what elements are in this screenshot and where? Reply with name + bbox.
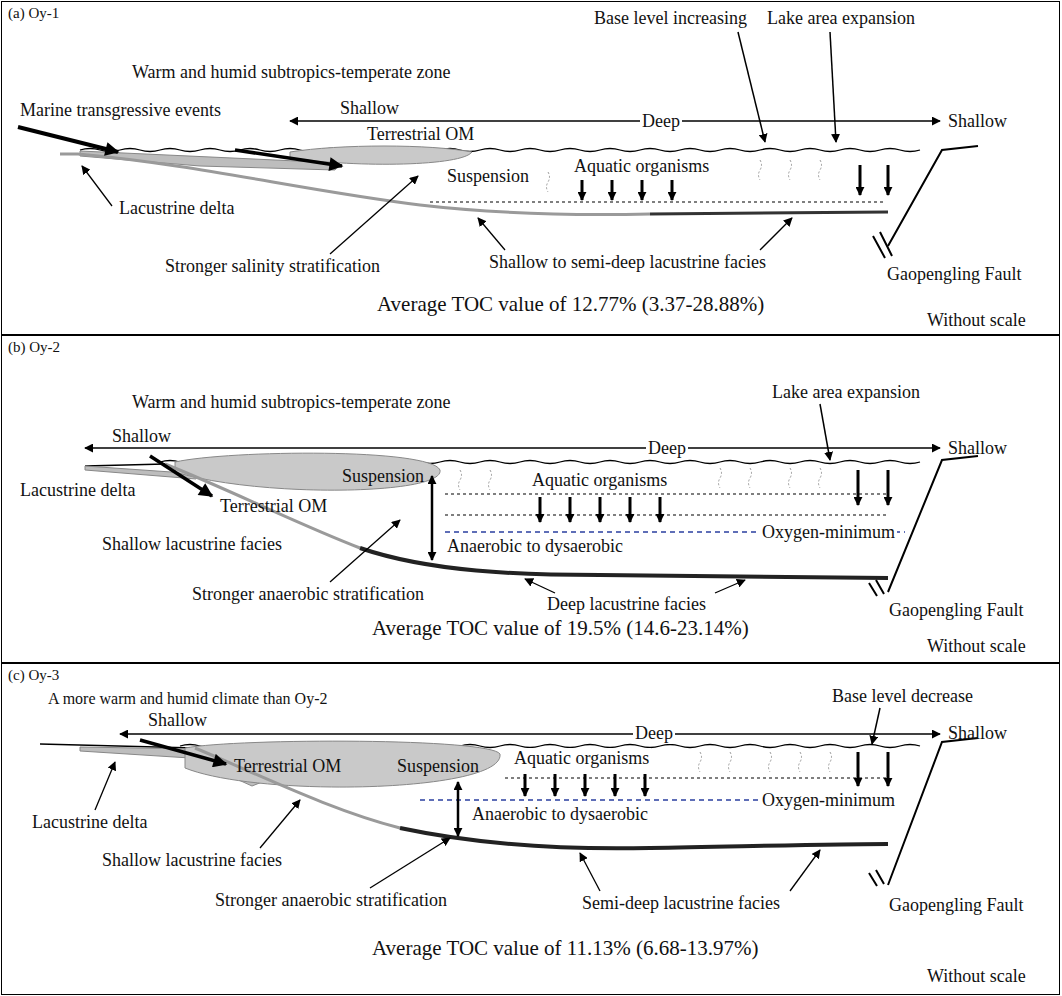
annotation-label: Gaopengling Fault	[887, 895, 1025, 916]
panel-heading: (b) Oy-2	[8, 339, 60, 356]
annotation-label: Stronger anaerobic stratification	[213, 890, 449, 911]
annotation-label: Terrestrial OM	[218, 496, 329, 517]
annotation-label: Aquatic organisms	[572, 156, 711, 177]
annotation-label: Terrestrial OM	[365, 124, 476, 145]
annotation-label: Lake area expansion	[765, 8, 917, 29]
annotation-label: Terrestrial OM	[232, 756, 343, 777]
panel-heading: (c) Oy-3	[8, 667, 59, 684]
annotation-label: Shallow	[338, 98, 401, 119]
annotation-label: Stronger anaerobic stratification	[190, 584, 426, 605]
annotation-label: Lake area expansion	[770, 382, 922, 403]
annotation-label: Shallow	[946, 111, 1009, 132]
annotation-label: Anaerobic to dysaerobic	[445, 536, 625, 557]
annotation-label: Marine transgressive events	[18, 100, 223, 121]
annotation-label: Without scale	[925, 966, 1028, 987]
annotation-label: Semi-deep lacustrine facies	[580, 893, 782, 914]
annotation-label: Oxygen-minimum	[760, 790, 897, 811]
annotation-label: Lacustrine delta	[18, 480, 137, 501]
annotation-label: Base level increasing	[592, 8, 749, 29]
annotation-label: Shallow	[946, 723, 1009, 744]
panel-c-art	[40, 708, 978, 891]
annotation-label: Deep	[633, 723, 675, 744]
panel-b-art	[85, 404, 978, 596]
annotation-label: Deep	[646, 438, 688, 459]
annotation-label: Suspension	[445, 166, 531, 187]
annotation-label: Base level decrease	[830, 686, 975, 707]
panel-heading: (a) Oy-1	[8, 5, 59, 22]
annotation-label: Anaerobic to dysaerobic	[470, 804, 650, 825]
annotation-label: Deep	[640, 111, 682, 132]
annotation-label: Average TOC value of 11.13% (6.68-13.97%…	[370, 936, 760, 960]
annotation-label: A more warm and humid climate than Oy-2	[46, 690, 329, 708]
annotation-label: Aquatic organisms	[512, 748, 651, 769]
annotation-label: Deep lacustrine facies	[545, 594, 708, 615]
annotation-label: Without scale	[925, 310, 1028, 331]
annotation-label: Shallow	[146, 710, 209, 731]
annotation-label: Warm and humid subtropics-temperate zone	[130, 392, 452, 413]
annotation-label: Shallow	[110, 426, 173, 447]
panel-a-art	[18, 32, 978, 258]
annotation-label: Average TOC value of 19.5% (14.6-23.14%)	[370, 616, 751, 640]
annotation-label: Suspension	[395, 756, 481, 777]
annotation-label: Without scale	[925, 636, 1028, 657]
annotation-label: Stronger salinity stratification	[163, 256, 382, 277]
annotation-label: Shallow to semi-deep lacustrine facies	[487, 252, 768, 273]
annotation-label: Average TOC value of 12.77% (3.37-28.88%…	[375, 292, 766, 316]
annotation-label: Suspension	[340, 466, 426, 487]
annotation-label: Shallow lacustrine facies	[100, 850, 284, 871]
annotation-label: Lacustrine delta	[30, 812, 149, 833]
annotation-label: Oxygen-minimum	[760, 522, 897, 543]
annotation-label: Aquatic organisms	[530, 470, 669, 491]
annotation-label: Lacustrine delta	[117, 198, 236, 219]
annotation-label: Shallow lacustrine facies	[100, 534, 284, 555]
annotation-label: Gaopengling Fault	[885, 264, 1023, 285]
annotation-label: Shallow	[946, 438, 1009, 459]
annotation-label: Warm and humid subtropics-temperate zone	[130, 62, 452, 83]
annotation-label: Gaopengling Fault	[887, 600, 1025, 621]
